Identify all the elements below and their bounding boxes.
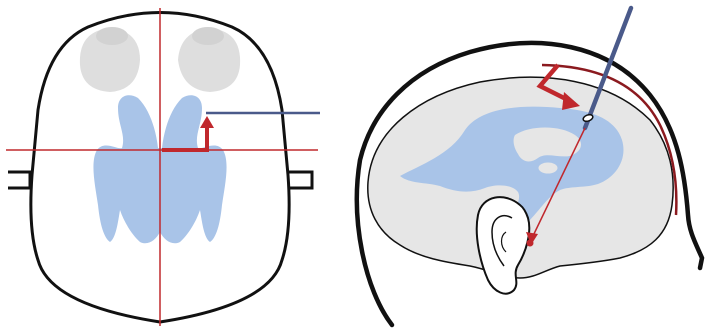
sagittal-view <box>357 8 702 325</box>
axial-view <box>6 8 320 326</box>
right-ear-stub <box>289 172 312 188</box>
left-eye-icon <box>80 27 140 92</box>
target-point-icon <box>527 240 534 247</box>
ear-icon <box>477 197 530 293</box>
sagittal-small-cavity <box>538 162 558 174</box>
left-ear-stub <box>8 172 30 188</box>
